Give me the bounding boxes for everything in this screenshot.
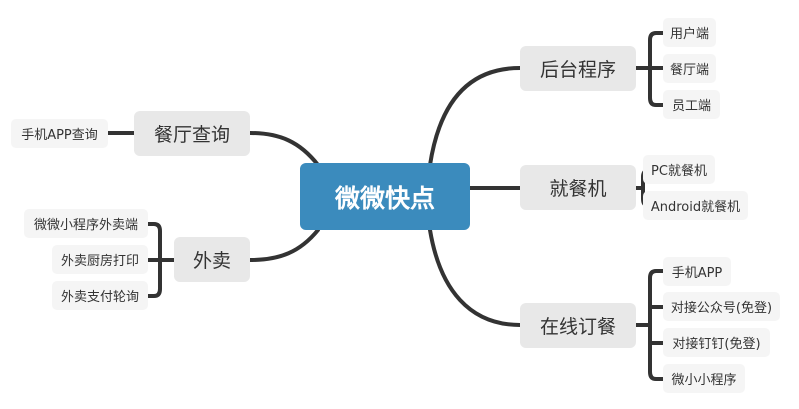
connector-backend xyxy=(428,66,522,167)
branch-backend[interactable]: 后台程序 xyxy=(520,46,636,91)
leaf-pc-kiosk[interactable]: PC就餐机 xyxy=(643,155,715,184)
leaf-android-kiosk[interactable]: Android就餐机 xyxy=(643,191,748,220)
branch-online[interactable]: 在线订餐 xyxy=(520,303,636,348)
branch-takeout[interactable]: 外卖 xyxy=(174,237,250,282)
bracket-online xyxy=(634,269,665,381)
branch-query[interactable]: 餐厅查询 xyxy=(134,111,250,156)
leaf-restaurant-client[interactable]: 餐厅端 xyxy=(663,54,716,83)
leaf-kitchen-print[interactable]: 外卖厨房打印 xyxy=(52,245,148,274)
leaf-user-client[interactable]: 用户端 xyxy=(663,18,716,47)
connector-takeout xyxy=(248,228,320,262)
connector-online xyxy=(428,228,522,327)
leaf-app-query[interactable]: 手机APP查询 xyxy=(11,119,108,148)
leaf-mini-program[interactable]: 微小小程序 xyxy=(663,364,745,393)
root-node[interactable]: 微微快点 xyxy=(300,163,470,230)
leaf-takeout-mini-program[interactable]: 微微小程序外卖端 xyxy=(24,209,148,238)
branch-dining[interactable]: 就餐机 xyxy=(520,165,636,210)
leaf-dingtalk[interactable]: 对接钉钉(免登) xyxy=(663,328,770,357)
connector-query xyxy=(248,131,320,167)
leaf-staff-client[interactable]: 员工端 xyxy=(663,90,720,119)
leaf-wechat-official[interactable]: 对接公众号(免登) xyxy=(663,292,780,321)
bracket-takeout xyxy=(146,222,176,298)
leaf-mobile-app[interactable]: 手机APP xyxy=(663,257,731,286)
leaf-payment-polling[interactable]: 外卖支付轮询 xyxy=(52,281,148,310)
bracket-backend xyxy=(634,31,665,107)
